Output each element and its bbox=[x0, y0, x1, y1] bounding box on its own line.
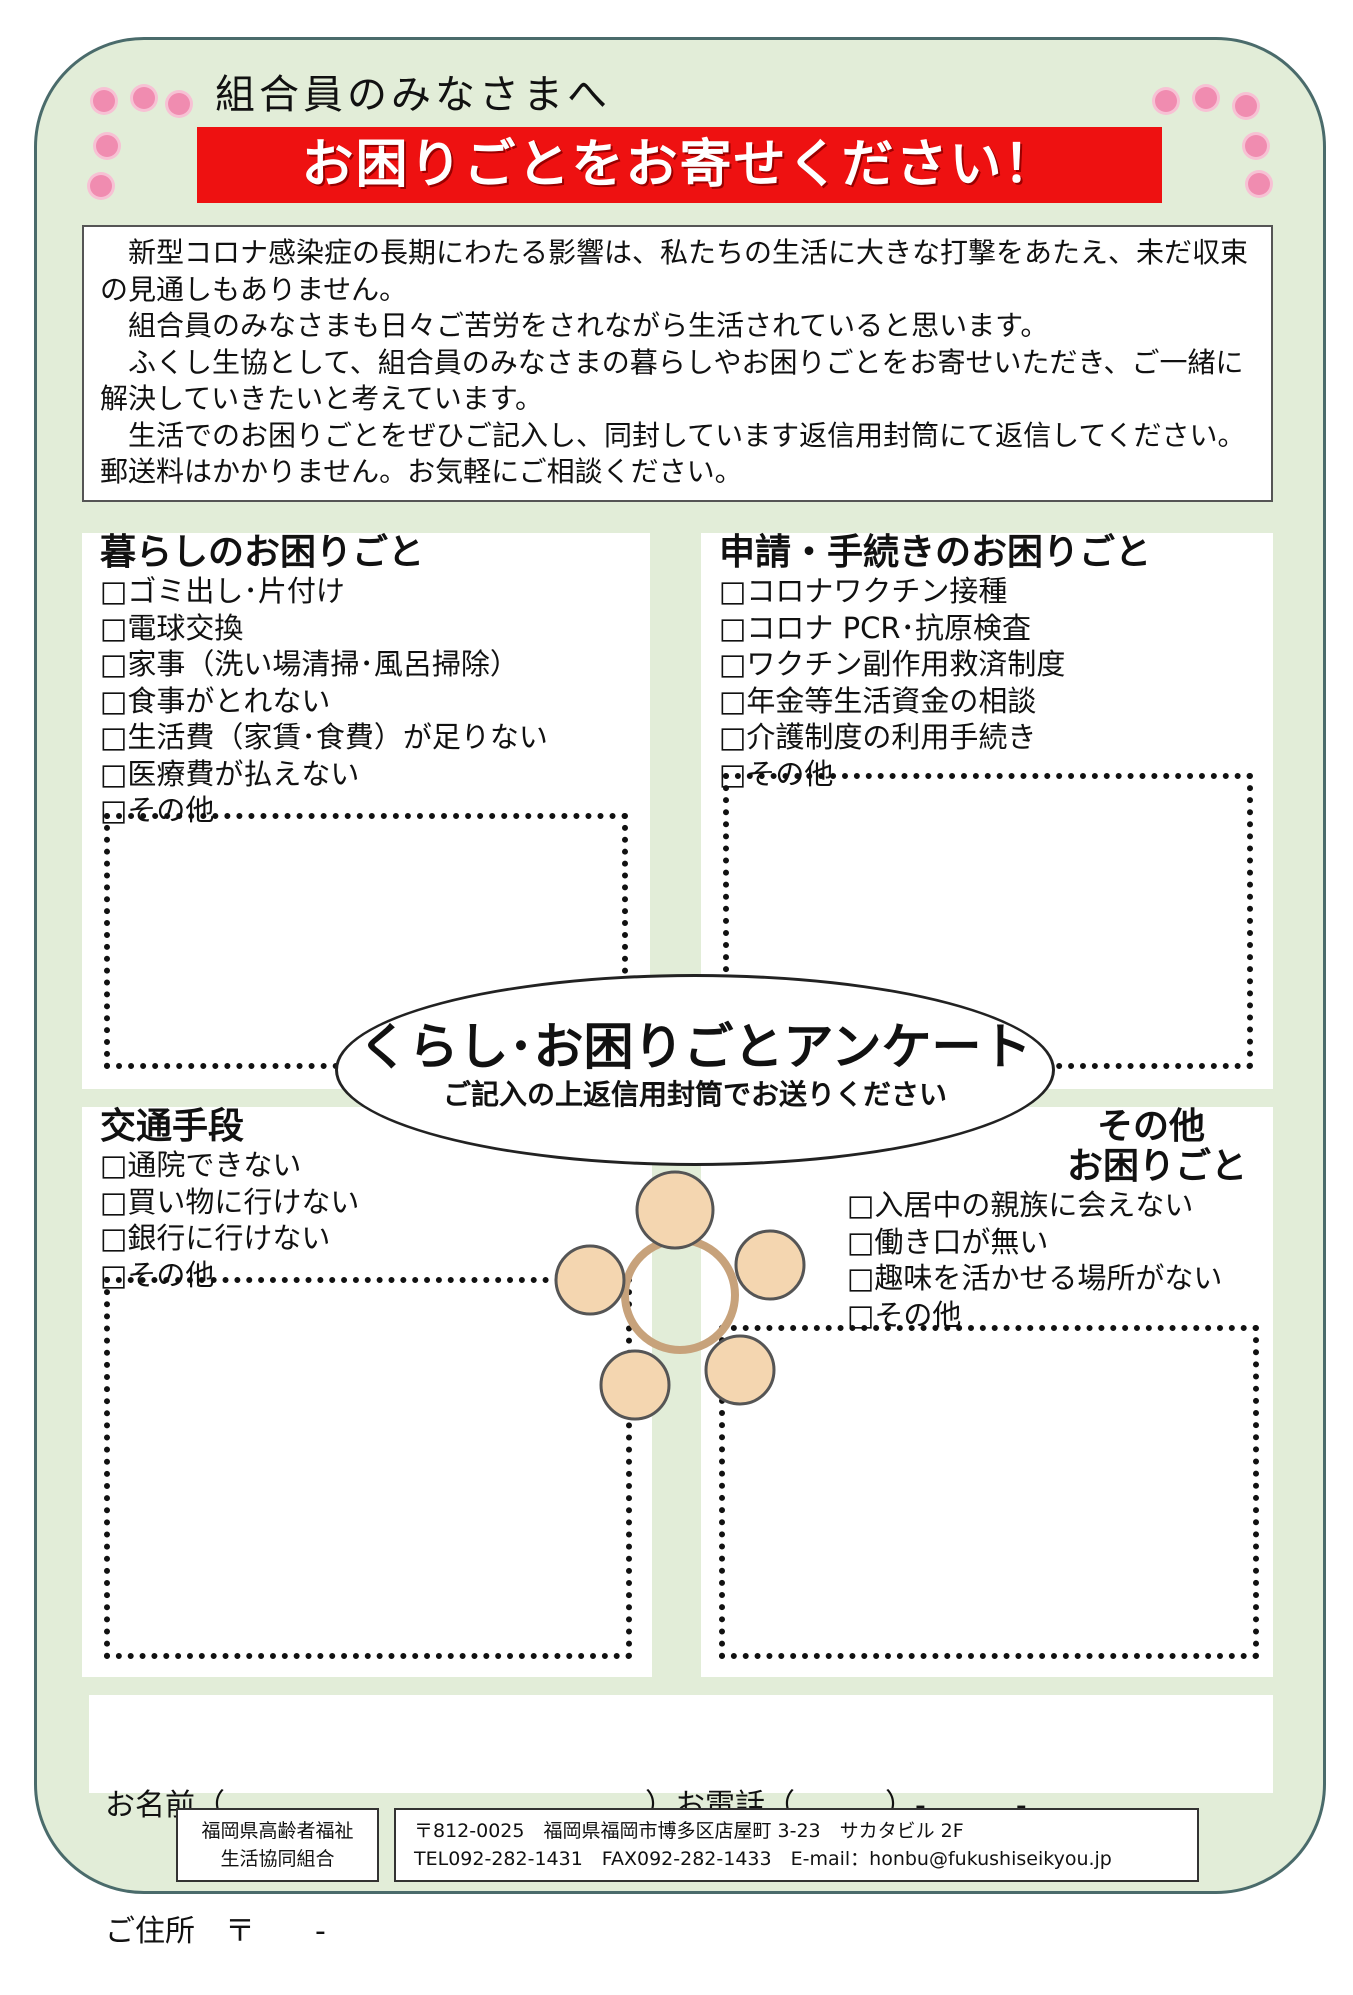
banner-title: お困りごとをお寄せください！ bbox=[197, 127, 1162, 203]
org-contact: TEL092-282-1431 FAX092-282-1433 E-mail：h… bbox=[414, 1848, 1112, 1870]
checkbox-item[interactable]: □年金等生活資金の相談 bbox=[719, 683, 1037, 718]
people-circle-illustration bbox=[554, 1170, 806, 1421]
org-name-box: 福岡県高齢者福祉 生活協同組合 bbox=[176, 1808, 379, 1882]
checkbox-item[interactable]: □生活費（家賃･食費）が足りない bbox=[100, 720, 548, 754]
intro-paragraph: 生活でのお困りごとをぜひご記入し、同封しています返信用封筒にて返信してください。… bbox=[100, 418, 1246, 489]
org-name-line2: 生活協同組合 bbox=[220, 1848, 335, 1870]
checkbox-item[interactable]: □食事がとれない bbox=[100, 683, 331, 718]
checkbox-item[interactable]: □コロナ PCR･抗原検査 bbox=[719, 610, 1032, 645]
checkbox-item[interactable]: □通院できない bbox=[100, 1148, 302, 1182]
checkbox-item[interactable]: □ワクチン副作用救済制度 bbox=[719, 647, 1066, 681]
checkbox-item[interactable]: □入居中の親族に会えない bbox=[847, 1188, 1194, 1222]
survey-subtitle: ご記入の上返信用封筒でお送りください bbox=[442, 1078, 947, 1111]
checkbox-item[interactable]: □コロナワクチン接種 bbox=[719, 574, 1008, 608]
org-contact-box: 〒812-0025 福岡県福岡市博多区店屋町 3-23 サカタビル 2F TEL… bbox=[394, 1808, 1199, 1882]
panel-living: 暮らしのお困りごと □ゴミ出し･片付け □電球交換 □家事（洗い場清掃･風呂掃除… bbox=[82, 533, 650, 1089]
address-field[interactable]: ご住所 〒 - bbox=[105, 1914, 326, 1949]
free-text-area[interactable] bbox=[104, 1277, 632, 1659]
contact-form[interactable]: お名前（ ）お電話（ ）- - ご住所 〒 - bbox=[89, 1695, 1273, 1949]
intro-paragraph: 新型コロナ感染症の長期にわたる影響は、私たちの生活に大きな打撃をあたえ、未だ収束… bbox=[100, 236, 1249, 306]
flower-decoration-right bbox=[1150, 85, 1270, 195]
panel-title: お困りごと bbox=[1066, 1146, 1247, 1187]
survey-title-ellipse: くらし･お困りごとアンケート ご記入の上返信用封筒でお送りください bbox=[335, 974, 1055, 1166]
panel-title: 申請・手続きのお困りごと bbox=[719, 532, 1152, 573]
checkbox-item[interactable]: □働き口が無い bbox=[847, 1224, 1049, 1259]
panel-other: その他 お困りごと □入居中の親族に会えない □働き口が無い □趣味を活かせる場… bbox=[701, 1107, 1273, 1677]
flower-decoration-left bbox=[88, 85, 198, 197]
subtitle: 組合員のみなさまへ bbox=[215, 72, 611, 118]
checkbox-item[interactable]: □家事（洗い場清掃･風呂掃除） bbox=[100, 647, 519, 681]
survey-title: くらし･お困りごとアンケート bbox=[358, 1018, 1032, 1076]
intro-paragraph: ふくし生協として、組合員のみなさまの暮らしやお困りごとをお寄せいただき、ご一緒に… bbox=[100, 345, 1244, 416]
org-name-line1: 福岡県高齢者福祉 bbox=[201, 1820, 354, 1842]
checkbox-item[interactable]: □ゴミ出し･片付け bbox=[100, 574, 345, 608]
checkbox-item[interactable]: □銀行に行けない bbox=[100, 1221, 331, 1255]
checkbox-item[interactable]: □その他 bbox=[100, 1257, 215, 1292]
checkbox-item[interactable]: □介護制度の利用手続き bbox=[719, 720, 1037, 754]
checkbox-item[interactable]: □電球交換 bbox=[100, 610, 244, 645]
intro-text: 新型コロナ感染症の長期にわたる影響は、私たちの生活に大きな打撃をあたえ、未だ収束… bbox=[82, 225, 1273, 502]
free-text-area[interactable] bbox=[719, 1325, 1259, 1659]
panel-title: 暮らしのお困りごと bbox=[100, 532, 425, 573]
panel-title: その他 bbox=[1096, 1106, 1205, 1147]
checkbox-item[interactable]: □その他 bbox=[100, 793, 215, 827]
intro-paragraph: 組合員のみなさまも日々ご苦労をされながら生活されていると思います。 bbox=[128, 309, 1049, 342]
panel-transport: 交通手段 □通院できない □買い物に行けない □銀行に行けない □その他 bbox=[82, 1107, 652, 1677]
checkbox-item[interactable]: □医療費が払えない bbox=[100, 756, 360, 791]
panel-title: 交通手段 bbox=[100, 1106, 245, 1147]
checkbox-item[interactable]: □買い物に行けない bbox=[100, 1184, 360, 1219]
org-address: 〒812-0025 福岡県福岡市博多区店屋町 3-23 サカタビル 2F bbox=[414, 1820, 964, 1842]
checkbox-item[interactable]: □趣味を活かせる場所がない bbox=[847, 1261, 1223, 1295]
